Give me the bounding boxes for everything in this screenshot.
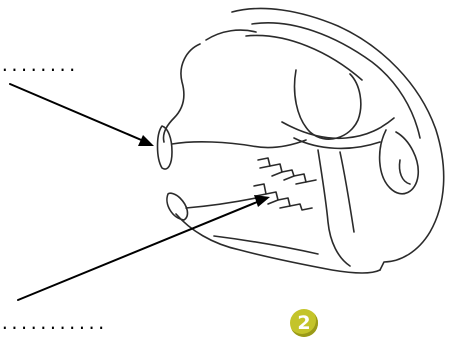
cheekbone [282, 118, 394, 138]
jaw-ridge [214, 236, 318, 254]
answer-blank-bottom: ........... [0, 316, 106, 332]
mandible-ramus [318, 150, 350, 266]
arrow-bottom-head [254, 195, 270, 207]
figure-number: 2 [297, 314, 310, 333]
eye-socket [295, 70, 361, 139]
arrow-top-line [10, 84, 146, 142]
arrow-bottom-line [18, 200, 262, 300]
upper-jaw [172, 140, 306, 148]
face-profile [163, 44, 200, 142]
brow-ridge-line [252, 23, 420, 138]
cranium-outline [232, 8, 444, 270]
answer-blank-top: ........ [0, 58, 77, 74]
circled-number-icon: 2 [290, 309, 318, 337]
zygomatic-arch [294, 138, 380, 148]
ramus-inner [340, 152, 354, 232]
crest-line [246, 35, 362, 80]
ear-inner [399, 160, 410, 184]
